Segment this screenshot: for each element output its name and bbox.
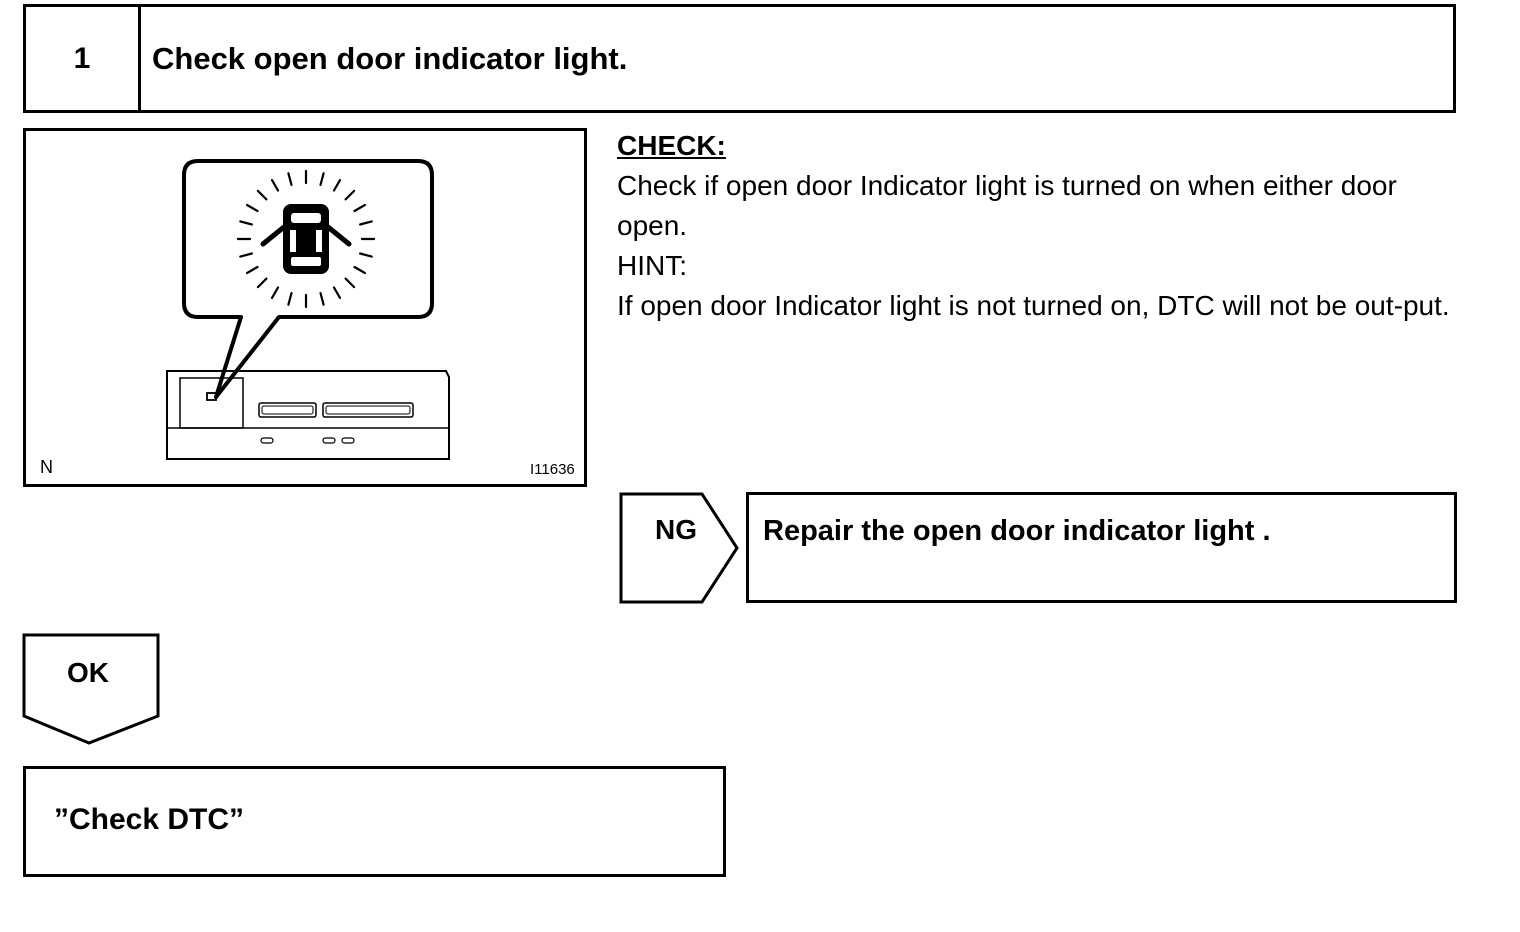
light-ray [246,265,259,275]
check-text: Check if open door Indicator light is tu… [617,170,1397,241]
light-ray [359,220,373,226]
figure-corner-label: N [40,457,53,477]
light-ray [287,172,293,187]
light-ray [256,277,268,289]
light-ray [239,220,253,226]
light-ray [353,203,366,213]
step-number: 1 [26,7,141,110]
light-ray [270,286,280,299]
light-ray [344,277,356,289]
light-ray [359,252,373,258]
light-ray [270,178,280,192]
light-ray [246,203,259,213]
instructions: CHECK: Check if open door Indicator ligh… [617,126,1467,326]
figure-id: I11636 [530,461,575,478]
light-ray [287,292,293,306]
ng-action-box: Repair the open door indicator light . [746,492,1457,603]
illustration-figure: N I11636 [23,128,587,487]
light-ray [256,189,268,201]
next-step-box: ”Check DTC” [23,766,726,877]
light-ray [344,189,356,201]
ok-tag [22,633,160,745]
hint-text: If open door Indicator light is not turn… [617,290,1450,321]
check-label: CHECK: [617,130,726,161]
light-ray [319,172,325,187]
light-ray [353,265,366,275]
light-ray [319,292,325,306]
step-title: Check open door indicator light. [152,40,628,76]
light-ray [332,286,342,299]
step-header: 1 Check open door indicator light. [23,4,1456,113]
light-ray [239,252,253,258]
light-ray [332,178,342,192]
combination-meter-illustration [166,159,450,460]
ok-label: OK [67,657,109,688]
next-step-text: ”Check DTC” [54,803,245,836]
meter-cluster [166,370,450,460]
ng-label: NG [655,514,697,545]
open-door-indicator-icon [260,204,352,274]
hint-label: HINT: [617,250,687,281]
ng-tag [619,492,739,604]
ng-action-text: Repair the open door indicator light . [763,515,1271,547]
